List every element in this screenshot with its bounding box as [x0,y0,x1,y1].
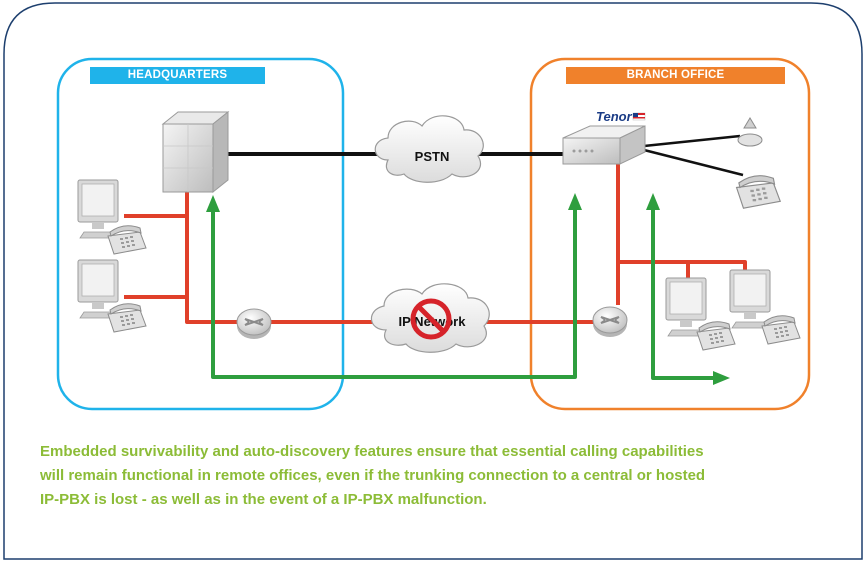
prohibited-icon [410,298,452,340]
caption-line-1: Embedded survivability and auto-discover… [40,443,704,460]
caption-line-2: will remain functional in remote offices… [40,467,706,484]
phone-line-1 [643,134,741,148]
pstn-label: PSTN [415,149,450,164]
branch-router-icon [592,306,628,338]
headquarters-zone [56,57,345,411]
hq-router-icon [236,308,272,340]
headquarters-label: HEADQUARTERS [90,67,265,84]
tenor-flag-icon [632,112,646,121]
survivability-arrowheads [206,193,730,385]
pstn-cloud [374,115,484,183]
tenor-gateway-icon [562,125,646,165]
phone-line-2 [643,148,744,177]
caption-line-3: IP-PBX is lost - as well as in the event… [40,491,487,508]
caption: Embedded survivability and auto-discover… [40,440,830,512]
ip-pbx-server-icon [161,110,230,194]
survivability-path [211,208,715,380]
cordless-phone-icon [737,117,763,147]
branch-office-zone [529,57,811,411]
tenor-logo: Tenor [596,109,633,124]
branch-office-label: BRANCH OFFICE [566,67,785,84]
